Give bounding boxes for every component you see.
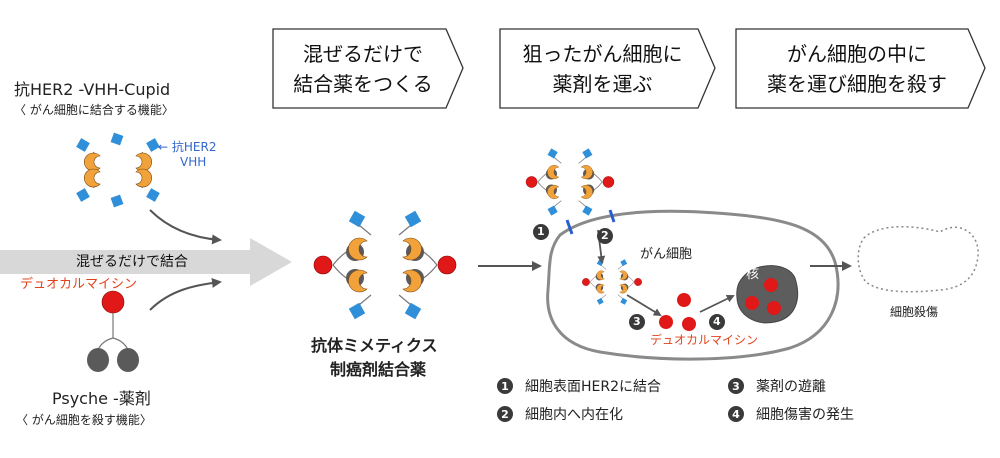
step-3-text: がん細胞の中に薬を運び細胞を殺す: [736, 29, 978, 108]
drug-dot: [659, 315, 673, 329]
attached-conjugate: [525, 148, 615, 216]
legend-text: 細胞傷害の発生: [756, 407, 854, 423]
marker-3: [629, 314, 645, 330]
marker-4: [709, 314, 725, 330]
legend-num: 3: [728, 378, 744, 394]
step-1-line-1: 混ぜるだけで: [302, 41, 423, 66]
marker-2: [597, 228, 613, 244]
her2-receptor-1: [565, 219, 574, 235]
conjugate-name-2: 制癌剤結合薬: [330, 360, 427, 379]
legend-item-1: 1 細胞表面HER2に結合: [497, 376, 661, 396]
her2-receptor-2: [608, 209, 616, 223]
dead-cell: [857, 226, 979, 293]
nucleus-label: 核: [746, 267, 760, 282]
psyche-subtitle: 〈 がん細胞を殺す機能〉: [16, 413, 152, 427]
cupid-title: 抗HER2 -VHH-Cupid: [14, 80, 171, 99]
step-box-1: [272, 28, 464, 109]
legend-item-4: 4 細胞傷害の発生: [728, 404, 854, 424]
dead-cell-label: 細胞殺傷: [890, 305, 939, 319]
legend-item-2: 2 細胞内へ内在化: [497, 404, 623, 424]
duocarmycin-label: デュオカルマイシン: [20, 277, 138, 292]
legend-item-3: 3 薬剤の遊離: [728, 376, 826, 396]
step-2-line-1: 狙ったがん細胞に: [522, 41, 683, 66]
drug-in-nucleus: [767, 301, 781, 315]
marker-1-label: 1: [537, 225, 545, 238]
curve-arrow-top: [149, 209, 222, 245]
marker-1: [533, 224, 549, 240]
marker-4-label: 4: [713, 315, 721, 328]
step-1-line-2: 結合薬をつくる: [293, 71, 433, 96]
arrow-release: [626, 294, 662, 317]
marker-3-label: 3: [633, 315, 641, 328]
drug-in-nucleus: [764, 278, 778, 292]
cancer-cell-label: がん細胞: [640, 247, 693, 262]
payload-label: デュオカルマイシン: [650, 333, 759, 347]
step-box-3: [735, 28, 986, 109]
conjugate-molecule: [313, 210, 457, 320]
mix-arrow: [0, 238, 292, 286]
legend-text: 細胞内へ内在化: [525, 407, 623, 423]
psyche-title: Psyche -薬剤: [52, 389, 151, 408]
step-3-line-1: がん細胞の中に: [787, 41, 927, 66]
legend-num: 1: [497, 378, 513, 394]
step-3-line-2: 薬を運び細胞を殺す: [767, 71, 947, 96]
legend-text: 細胞表面HER2に結合: [525, 379, 662, 395]
conjugate-name-1: 抗体ミメティクス: [311, 336, 438, 355]
cupid-subtitle: 〈 がん細胞に結合する機能〉: [14, 103, 174, 117]
legend-num: 4: [728, 406, 744, 422]
step-2-text: 狙ったがん細胞に薬剤を運ぶ: [500, 29, 705, 108]
vhh-label-2: VHH: [180, 155, 207, 169]
step-2-line-2: 薬剤を運ぶ: [552, 71, 653, 96]
drug-dot: [682, 317, 696, 331]
legend-num: 2: [497, 406, 513, 422]
drug-dot: [677, 293, 691, 307]
cupid-molecule: [75, 131, 161, 209]
arrow-to-nucleus: [699, 295, 735, 313]
psyche-molecule: [87, 290, 139, 372]
legend-text: 薬剤の遊離: [756, 379, 826, 395]
step-box-2: [499, 28, 716, 109]
marker-2-label: 2: [601, 229, 609, 242]
drug-in-nucleus: [745, 296, 759, 310]
step-1-text: 混ぜるだけで結合薬をつくる: [273, 29, 453, 108]
curve-arrow-bottom: [149, 277, 222, 311]
mix-label: 混ぜるだけで結合: [76, 254, 188, 270]
vhh-label-1: ← 抗HER2: [158, 140, 217, 154]
